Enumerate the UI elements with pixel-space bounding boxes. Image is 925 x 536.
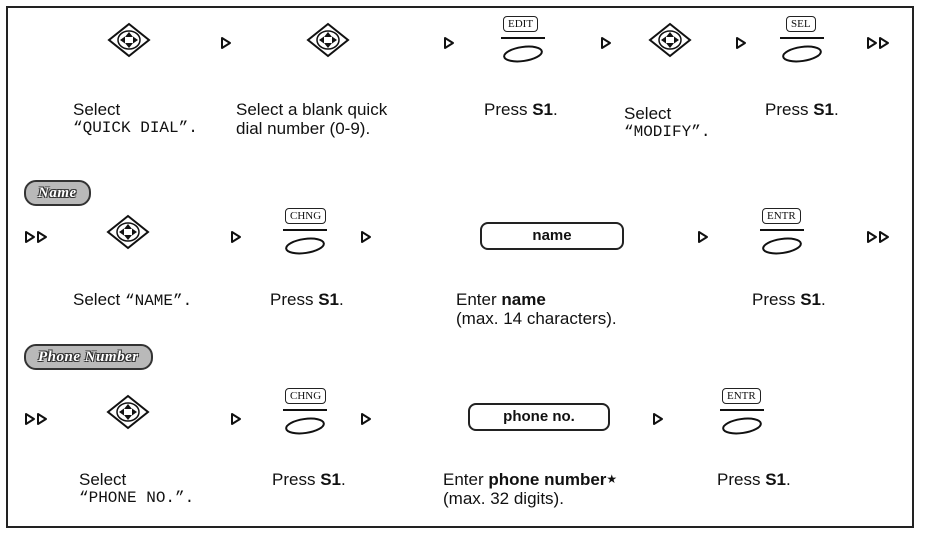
double-arrow-icon <box>867 231 889 243</box>
navigator-key-icon <box>648 22 692 58</box>
step-caption: Press S1. <box>752 290 826 309</box>
arrow-icon <box>361 413 371 425</box>
navigator-key-icon <box>306 22 350 58</box>
double-arrow-icon <box>25 231 47 243</box>
arrow-icon <box>231 231 241 243</box>
phone-number-field: phone no. <box>468 403 610 431</box>
double-arrow-icon <box>25 413 47 425</box>
softkey-icon <box>283 229 327 255</box>
navigator-key-icon <box>107 22 151 58</box>
double-arrow-icon <box>867 37 889 49</box>
arrow-icon <box>221 37 231 49</box>
step-caption: Press S1. <box>717 470 791 489</box>
arrow-icon <box>698 231 708 243</box>
chng-key-label: CHNG <box>285 388 327 404</box>
step-caption: Press S1. <box>484 100 558 119</box>
entr-key-label: ENTR <box>722 388 761 404</box>
arrow-icon <box>601 37 611 49</box>
arrow-icon <box>231 413 241 425</box>
softkey-icon <box>720 409 764 435</box>
star-icon: ★ <box>606 472 618 486</box>
step-caption: Select “QUICK DIAL”. <box>73 100 198 137</box>
arrow-icon <box>444 37 454 49</box>
softkey-icon <box>283 409 327 435</box>
edit-key-label: EDIT <box>503 16 539 32</box>
chng-key-label: CHNG <box>285 208 327 224</box>
softkey-icon <box>501 37 545 63</box>
navigator-key-icon <box>106 214 150 250</box>
arrow-icon <box>653 413 663 425</box>
softkey-icon <box>760 229 804 255</box>
step-caption: Select a blank quick dial number (0-9). <box>236 100 388 138</box>
name-field: name <box>480 222 624 250</box>
phone-number-section-badge: Phone Number <box>24 344 153 370</box>
step-caption: Press S1. <box>270 290 344 309</box>
arrow-icon <box>736 37 746 49</box>
step-caption: Enter phone number★ (max. 32 digits). <box>443 470 618 508</box>
step-caption: Press S1. <box>765 100 839 119</box>
step-caption: Enter name (max. 14 characters). <box>456 290 617 328</box>
step-caption: Press S1. <box>272 470 346 489</box>
sel-key-label: SEL <box>786 16 816 32</box>
softkey-icon <box>780 37 824 63</box>
step-caption: Select “MODIFY”. <box>624 104 711 141</box>
step-caption: Select “PHONE NO.”. <box>79 470 195 507</box>
step-caption: Select “NAME”. <box>73 290 193 310</box>
name-section-badge: Name <box>24 180 91 206</box>
instruction-frame <box>6 6 914 528</box>
entr-key-label: ENTR <box>762 208 801 224</box>
arrow-icon <box>361 231 371 243</box>
navigator-key-icon <box>106 394 150 430</box>
